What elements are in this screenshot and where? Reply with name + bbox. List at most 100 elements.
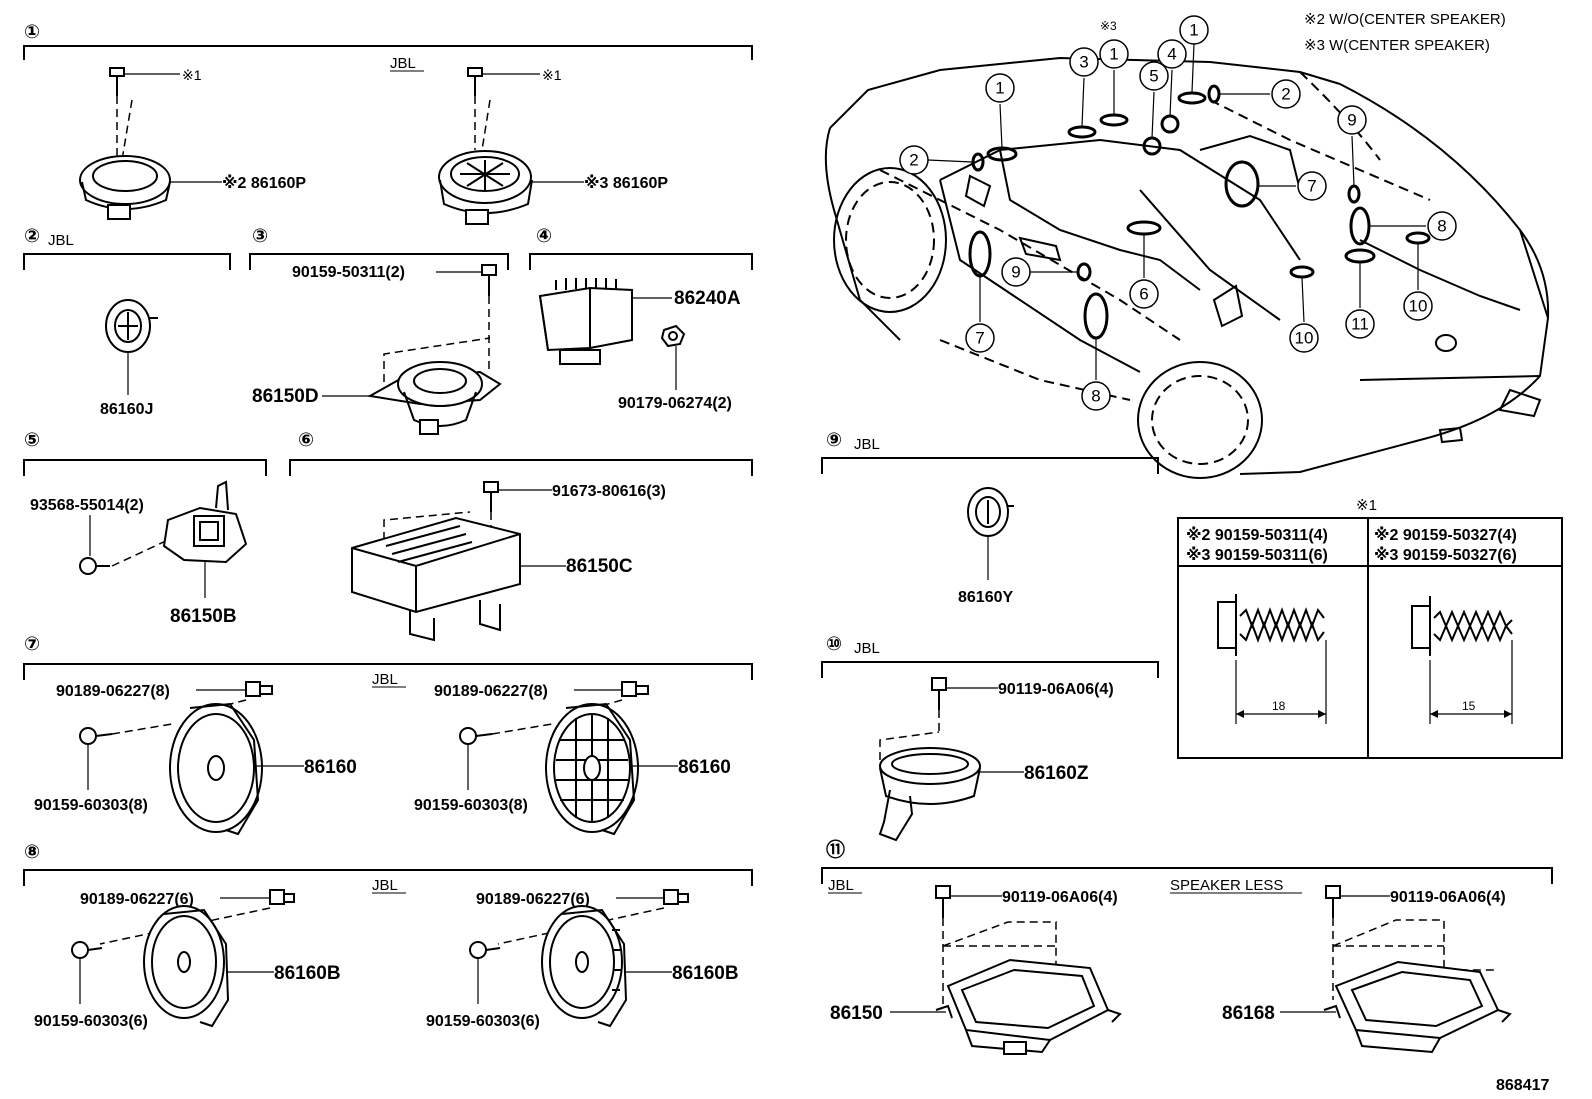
section-11-left-part: 86150: [830, 1003, 883, 1024]
section-7-right-clip: 90189-06227(8): [434, 683, 548, 700]
callout-7-rear: 7: [1258, 171, 1327, 201]
section-8-right-part: 86160B: [672, 963, 739, 984]
section-8-tag: JBL: [372, 877, 398, 894]
svg-text:2: 2: [909, 151, 918, 170]
section-7-right-part: 86160: [678, 757, 731, 778]
car-illustration: [824, 56, 1550, 479]
screw-icon: [1411, 596, 1513, 656]
section-4-nut: 90179-06274(2): [618, 395, 732, 412]
screw-table-col1-dim: 18: [1272, 699, 1286, 713]
callout-1-front: 1: [985, 73, 1015, 149]
section-10-bolt: 90119-06A06(4): [998, 681, 1114, 698]
section-8-left-clip: 90189-06227(6): [80, 891, 194, 908]
speaker-location-rings: [968, 84, 1431, 340]
section-10-part: 86160Z: [1024, 763, 1089, 784]
svg-text:5: 5: [1149, 67, 1158, 86]
section-9-bracket: [821, 457, 1159, 474]
section-7-right-screw: 90159-60303(8): [414, 797, 528, 814]
section-5-bracket: [23, 459, 267, 476]
screw-icon: [481, 264, 497, 296]
svg-text:4: 4: [1167, 45, 1176, 64]
screw-table-col2-line2: ※3 90159-50327(6): [1374, 546, 1517, 564]
callout-8-front: 8: [1081, 338, 1111, 411]
callout-1-rear: 1: [1179, 15, 1209, 93]
svg-text:8: 8: [1091, 387, 1100, 406]
callout-6: 6: [1129, 234, 1159, 309]
section-11-tag-left: JBL: [828, 877, 854, 894]
section-7-left-screw: 90159-60303(8): [34, 797, 148, 814]
screw-icon: [1217, 594, 1325, 656]
nut-icon: [660, 324, 686, 348]
callout-8-rear: 8: [1370, 211, 1457, 241]
section-1-number: ①: [24, 22, 40, 43]
section-11-left-bolt: 90119-06A06(4): [1002, 889, 1118, 906]
section-8-bracket: [23, 869, 753, 886]
screw-table-title: ※1: [1356, 497, 1377, 514]
section-11-tag-right: SPEAKER LESS: [1170, 877, 1283, 894]
screw-icon: [483, 481, 499, 512]
section-2-bracket: [23, 253, 231, 270]
speaker-frame-icon: [1323, 960, 1512, 1054]
svg-text:11: 11: [1351, 315, 1369, 334]
speaker-icon: [545, 702, 639, 836]
section-10-number: ⑩: [826, 634, 842, 655]
section-11-number: ⑪: [826, 838, 845, 861]
section-6-bracket: [289, 459, 753, 476]
svg-text:9: 9: [1011, 263, 1020, 282]
diagram-id: 868417: [1496, 1077, 1549, 1094]
note-without-center-speaker: ※2 W/O(CENTER SPEAKER): [1304, 11, 1506, 28]
clip-icon: [245, 681, 273, 697]
section-2-tag: JBL: [48, 232, 74, 249]
screw-icon: [459, 727, 493, 745]
section-3-bracket: [249, 253, 509, 270]
section-8-right-clip: 90189-06227(6): [476, 891, 590, 908]
speaker-icon: [105, 299, 158, 353]
section-6-screw: 91673-80616(3): [552, 483, 666, 500]
svg-text:3: 3: [1079, 53, 1088, 72]
screw-table-col1-line2: ※3 90159-50311(6): [1186, 546, 1328, 564]
section-3-part: 86150D: [252, 386, 319, 407]
section-9-number: ⑨: [826, 430, 842, 451]
section-5-number: ⑤: [24, 430, 40, 451]
tweeter-icon: [79, 155, 171, 220]
section-7-tag: JBL: [372, 671, 398, 688]
callout-5: 5: [1139, 61, 1169, 139]
speaker-icon: [367, 361, 502, 435]
section-5-part: 86150B: [170, 606, 237, 627]
bolt-icon: [935, 885, 951, 918]
callout-9-rear: 9: [1337, 105, 1367, 187]
callout-7-front: 7: [965, 276, 995, 353]
speaker-icon: [162, 480, 248, 564]
screw-icon: [79, 727, 113, 745]
clip-icon: [663, 889, 689, 905]
bolt-icon: [1325, 885, 1341, 918]
callout-10-right: 10: [1403, 244, 1433, 321]
screw-icon: [71, 941, 103, 959]
amplifier-unit-icon: [351, 516, 521, 642]
speaker-icon: [143, 905, 230, 1028]
section-4-bracket: [529, 253, 753, 270]
section-1-right-part: ※3 86160P: [584, 174, 668, 192]
callout-4: 4: [1157, 39, 1187, 117]
section-1-mark-right: ※1: [542, 67, 562, 83]
section-10-bracket: [821, 661, 1159, 678]
screw-table: [1177, 517, 1563, 759]
screw-icon: [109, 67, 125, 96]
amplifier-module-icon: [538, 278, 633, 365]
svg-text:9: 9: [1347, 111, 1356, 130]
section-2-part: 86160J: [100, 401, 153, 418]
speaker-icon: [169, 702, 263, 836]
callout-2-front: 2: [899, 145, 973, 175]
screw-icon: [467, 67, 483, 96]
section-3-screw: 90159-50311(2): [292, 264, 405, 281]
screw-table-col2-dim: 15: [1462, 699, 1476, 713]
section-9-part: 86160Y: [958, 589, 1013, 606]
section-9-tag: JBL: [854, 436, 880, 453]
section-8-right-screw: 90159-60303(6): [426, 1013, 540, 1030]
section-6-part: 86150C: [566, 556, 633, 577]
callout-1-center-mark: ※3: [1100, 19, 1117, 33]
svg-text:6: 6: [1139, 285, 1148, 304]
speaker-icon: [541, 905, 628, 1028]
section-1-left-part: ※2 86160P: [222, 174, 306, 192]
